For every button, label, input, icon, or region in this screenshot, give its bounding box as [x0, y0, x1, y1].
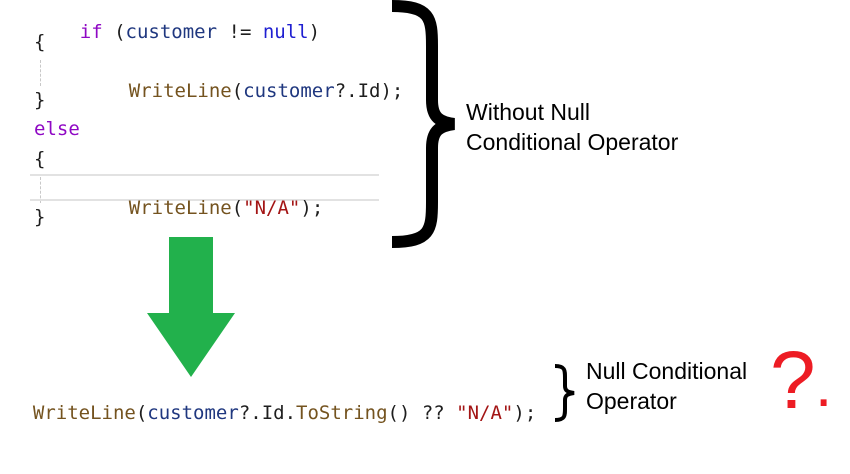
code-line-close-brace: } [34, 89, 46, 111]
label-line: Conditional Operator [466, 129, 679, 155]
code-line-writeline-na: WriteLine("N/A"); [128, 197, 324, 219]
question-dot: . [815, 351, 833, 420]
right-curly-brace-icon [391, 0, 455, 248]
null-conditional-label: Null Conditional Operator [586, 356, 747, 416]
code-line-open-brace: { [34, 148, 46, 170]
code-line-close-brace: } [34, 206, 46, 228]
code-line-if: if (customer != null) [79, 21, 321, 43]
question-mark: ? [770, 335, 816, 426]
label-line: Operator [586, 388, 677, 414]
indent-guide [40, 60, 41, 86]
right-curly-brace-icon [554, 364, 575, 422]
label-line: Null Conditional [586, 358, 748, 384]
indent-guide [40, 177, 41, 203]
label-line: Without Null [466, 99, 590, 125]
code-line-else: else [34, 118, 80, 140]
keyword: if [79, 21, 103, 43]
line-highlight [30, 174, 379, 176]
code-line-open-brace: { [34, 31, 46, 53]
code-line-null-conditional: WriteLine(customer?.Id.ToString() ?? "N/… [32, 402, 537, 424]
code-line-writeline-id: WriteLine(customer?.Id); [128, 80, 404, 102]
line-highlight [30, 199, 379, 201]
down-arrow-icon [147, 237, 235, 377]
without-null-conditional-label: Without Null Conditional Operator [466, 97, 678, 157]
